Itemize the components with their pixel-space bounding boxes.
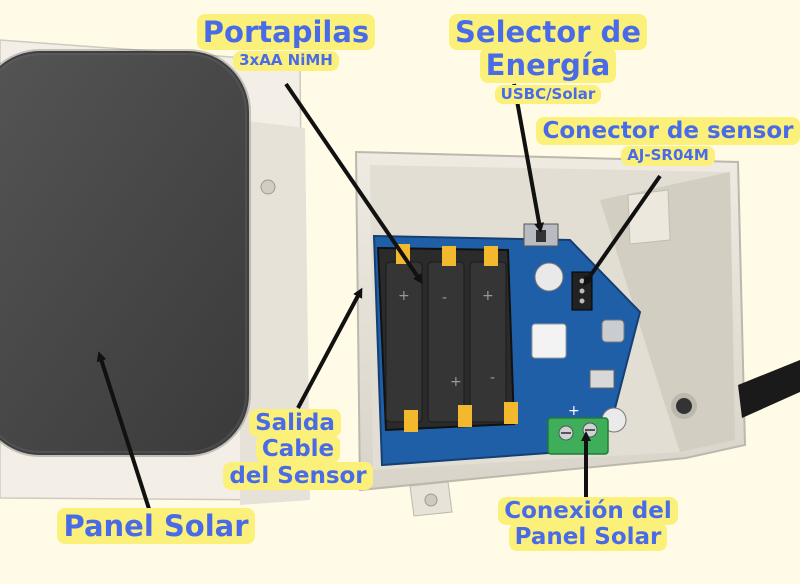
- pcb-plus-mark: +: [568, 403, 580, 419]
- arrow-portapilas: [284, 82, 423, 285]
- battery-clip: [458, 405, 472, 427]
- usbc-port: [601, 319, 625, 343]
- arrow-conector: [583, 174, 662, 287]
- polarity-mark: +: [482, 288, 494, 304]
- battery-holder: + - + + -: [376, 244, 518, 432]
- polarity-mark: -: [490, 370, 495, 386]
- label-portapilas-subtitle: 3xAA NiMH: [233, 51, 339, 71]
- microcontroller: [531, 323, 567, 359]
- label-panel-title: Panel Solar: [57, 508, 255, 544]
- mounting-hole: [260, 179, 276, 195]
- label-conexion-line1: Conexión del: [498, 497, 678, 525]
- label-panel: Panel Solar: [56, 508, 256, 544]
- battery-clip: [504, 402, 518, 424]
- label-selector-title: Selector de Energía: [449, 14, 647, 84]
- solar-terminal-block: [547, 417, 609, 455]
- arrow-selector: [512, 83, 545, 233]
- arrow-salida: [296, 287, 363, 409]
- label-portapilas: Portapilas 3xAA NiMH: [196, 14, 376, 71]
- label-salida: Salida Cable del Sensor: [212, 409, 384, 490]
- label-selector: Selector de Energía USBC/Solar: [393, 14, 703, 104]
- label-conexion: Conexión del Panel Solar: [490, 497, 686, 552]
- label-selector-subtitle: USBC/Solar: [494, 84, 602, 104]
- label-salida-line2: del Sensor: [223, 461, 373, 490]
- label-conector: Conector de sensor AJ-SR04M: [534, 117, 800, 166]
- label-salida-line1: Salida Cable: [249, 409, 341, 464]
- polarity-mark: +: [450, 374, 462, 390]
- inductor: [534, 262, 564, 292]
- solar-panel-lid: [0, 39, 310, 505]
- label-conexion-line2: Panel Solar: [508, 523, 668, 552]
- arrow-panel: [96, 351, 152, 513]
- label-conector-subtitle: AJ-SR04M: [621, 146, 715, 166]
- polarity-mark: +: [398, 288, 410, 304]
- polarity-mark: -: [442, 290, 447, 306]
- battery-clip: [404, 410, 418, 432]
- label-conector-title: Conector de sensor: [536, 117, 800, 145]
- solar-panel: [0, 51, 249, 455]
- callout-arrows: [96, 82, 662, 513]
- label-portapilas-title: Portapilas: [196, 14, 376, 50]
- battery-clip: [484, 246, 498, 266]
- battery-clip: [442, 246, 456, 266]
